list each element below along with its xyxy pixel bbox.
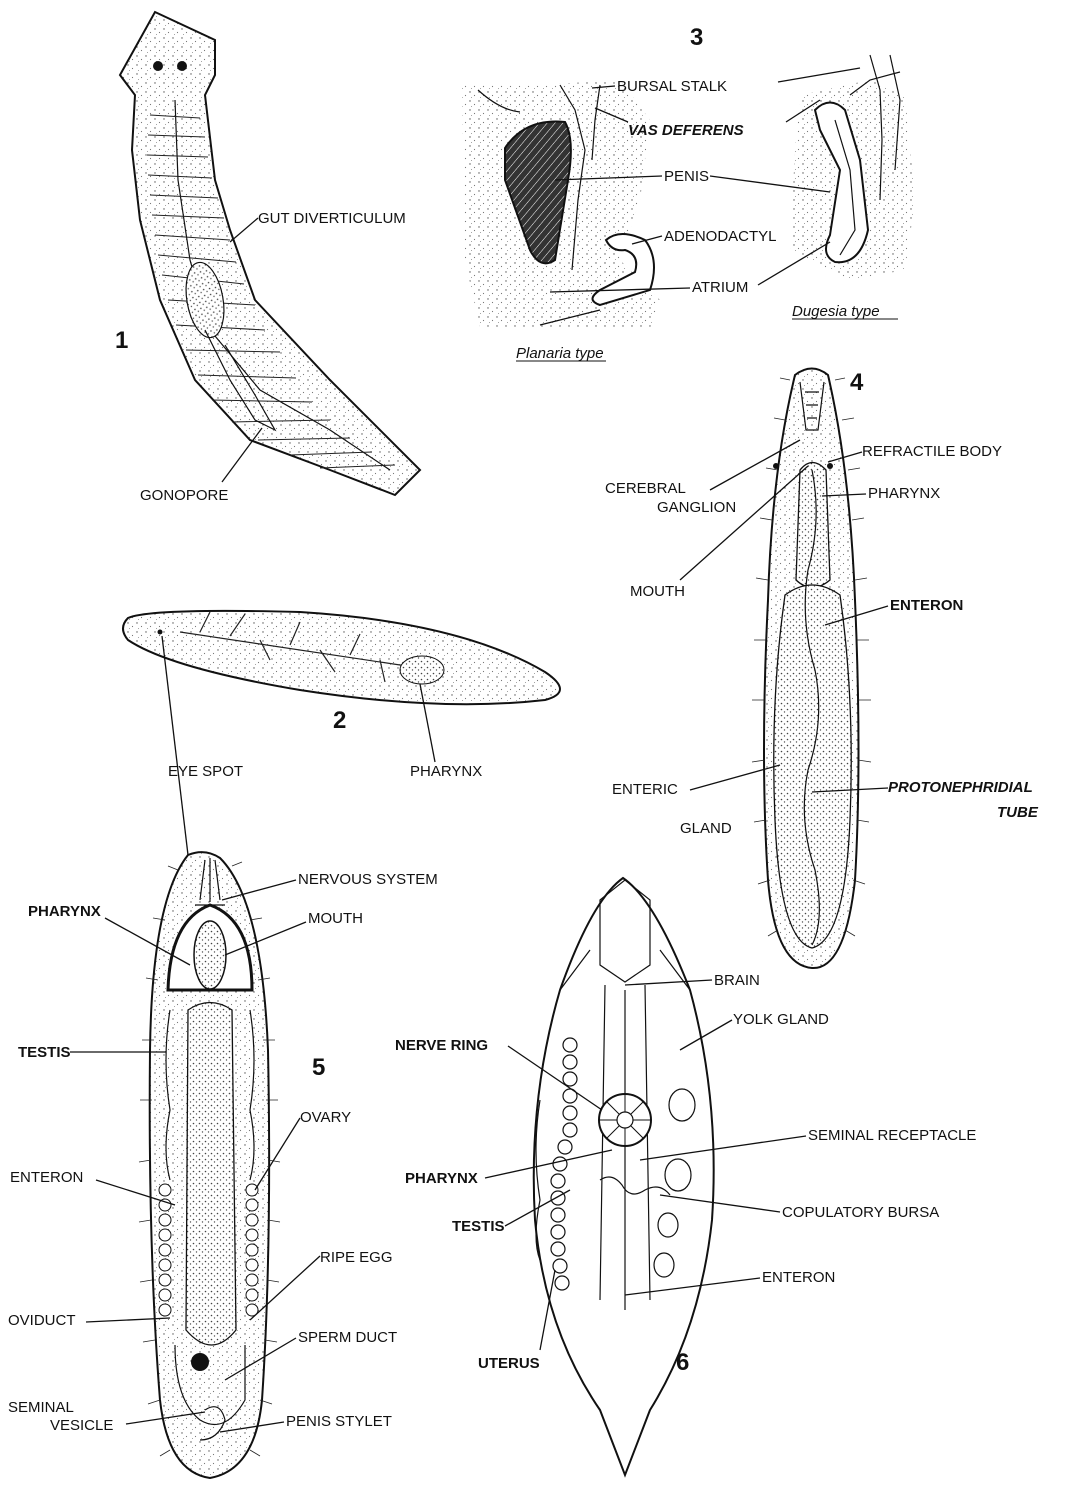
fig6-label-pharynx: PHARYNX — [405, 1170, 478, 1187]
fig3-label-bursal-stalk: BURSAL STALK — [617, 78, 727, 95]
fig1-eye-left-icon — [153, 61, 163, 71]
fig2-eye-icon — [158, 630, 163, 635]
figure-1-planarian: 1 GUT DIVERTICULUM GONOPORE — [115, 12, 420, 504]
fig4-label-refractile-body: REFRACTILE BODY — [862, 443, 1002, 460]
fig1-eye-right-icon — [177, 61, 187, 71]
fig1-body-outline — [120, 12, 420, 495]
fig4-pharynx — [796, 463, 830, 588]
fig1-leader-gut — [230, 218, 258, 242]
fig5-mouth — [194, 921, 226, 989]
fig5-label-penis-stylet: PENIS STYLET — [286, 1413, 392, 1430]
fig6-label-enteron: ENTERON — [762, 1269, 835, 1286]
fig3-label-atrium: ATRIUM — [692, 279, 748, 296]
fig5-label-testis: TESTIS — [18, 1044, 71, 1061]
fig4-label-pharynx: PHARYNX — [868, 485, 940, 502]
fig6-label-testis: TESTIS — [452, 1218, 505, 1235]
fig6-label-yolk-gland: YOLK GLAND — [733, 1011, 829, 1028]
fig3-label-adenodactyl: ADENODACTYL — [664, 228, 777, 245]
fig5-label-nervous-system: NERVOUS SYSTEM — [298, 871, 438, 888]
fig6-label-copulatory-bursa: COPULATORY BURSA — [782, 1204, 939, 1221]
fig3-label-planaria-type: Planaria type — [516, 345, 604, 362]
fig4-label-enteron: ENTERON — [890, 597, 963, 614]
fig4-refractile-body-right-icon — [827, 463, 833, 469]
fig4-label-tube: TUBE — [997, 804, 1039, 821]
fig1-label-gonopore: GONOPORE — [140, 487, 228, 504]
fig2-pharynx — [400, 656, 444, 684]
fig6-nerve-ring — [599, 1094, 651, 1146]
fig4-number: 4 — [850, 369, 864, 396]
fig5-label-ripe-egg: RIPE EGG — [320, 1249, 393, 1266]
fig2-label-pharynx: PHARYNX — [410, 763, 482, 780]
fig4-label-enteric: ENTERIC — [612, 781, 678, 798]
fig5-ovary-right — [246, 1184, 258, 1316]
fig4-label-gland: GLAND — [680, 820, 732, 837]
figure-6-triclad: 6 BRAIN YOLK GLAND NERVE RING — [395, 878, 976, 1475]
fig5-label-ovary: OVARY — [300, 1109, 351, 1126]
fig3-number: 3 — [690, 24, 703, 51]
fig5-label-mouth: MOUTH — [308, 910, 363, 927]
fig4-label-protonephridial: PROTONEPHRIDIAL — [888, 779, 1033, 796]
fig4-label-cerebral: CEREBRAL — [605, 480, 686, 497]
fig5-label-enteron: ENTERON — [10, 1169, 83, 1186]
fig6-label-nerve-ring: NERVE RING — [395, 1037, 488, 1054]
fig1-number: 1 — [115, 327, 128, 354]
fig2-leader-eye-spot — [162, 636, 188, 855]
fig5-ripe-egg-icon — [191, 1353, 209, 1371]
fig4-refractile-body-icon — [773, 463, 779, 469]
fig5-label-oviduct: OVIDUCT — [8, 1312, 76, 1329]
fig5-label-vesicle: VESICLE — [50, 1417, 113, 1434]
figure-2-flatworm: 2 PHARYNX EYE SPOT — [123, 611, 560, 855]
fig2-body-outline — [123, 611, 560, 704]
fig3-label-vas-deferens: VAS DEFERENS — [628, 122, 744, 139]
fig6-label-brain: BRAIN — [714, 972, 760, 989]
fig5-label-pharynx: PHARYNX — [28, 903, 101, 920]
fig5-label-seminal: SEMINAL — [8, 1399, 74, 1416]
fig1-leader-gonopore — [222, 428, 262, 482]
fig6-label-uterus: UTERUS — [478, 1355, 540, 1372]
fig5-label-sperm-duct: SPERM DUCT — [298, 1329, 397, 1346]
fig4-label-ganglion: GANGLION — [657, 499, 736, 516]
fig1-label-gut-diverticulum: GUT DIVERTICULUM — [258, 210, 406, 227]
fig4-enteron — [774, 585, 852, 948]
figure-4-rhabdocoel: 4 REFRACTILE BODY CEREBRAL GANGLION PHAR… — [605, 369, 1039, 969]
fig2-number: 2 — [333, 707, 346, 734]
fig6-label-seminal-receptacle: SEMINAL RECEPTACLE — [808, 1127, 976, 1144]
fig3-label-dugesia-type: Dugesia type — [792, 303, 880, 320]
fig3-leader-bursal-right — [778, 68, 860, 82]
figure-5-acoel: 5 NERVOUS SYSTEM PHARYNX MOUTH TESTIS — [8, 852, 438, 1478]
fig3-label-penis: PENIS — [664, 168, 709, 185]
fig5-number: 5 — [312, 1054, 325, 1081]
fig5-enteron — [186, 1003, 236, 1346]
figure-3-reproductive-comparison: 3 BURSAL STALK VAS DEFERENS PENIS ADENOD… — [462, 24, 915, 362]
fig4-label-mouth: MOUTH — [630, 583, 685, 600]
